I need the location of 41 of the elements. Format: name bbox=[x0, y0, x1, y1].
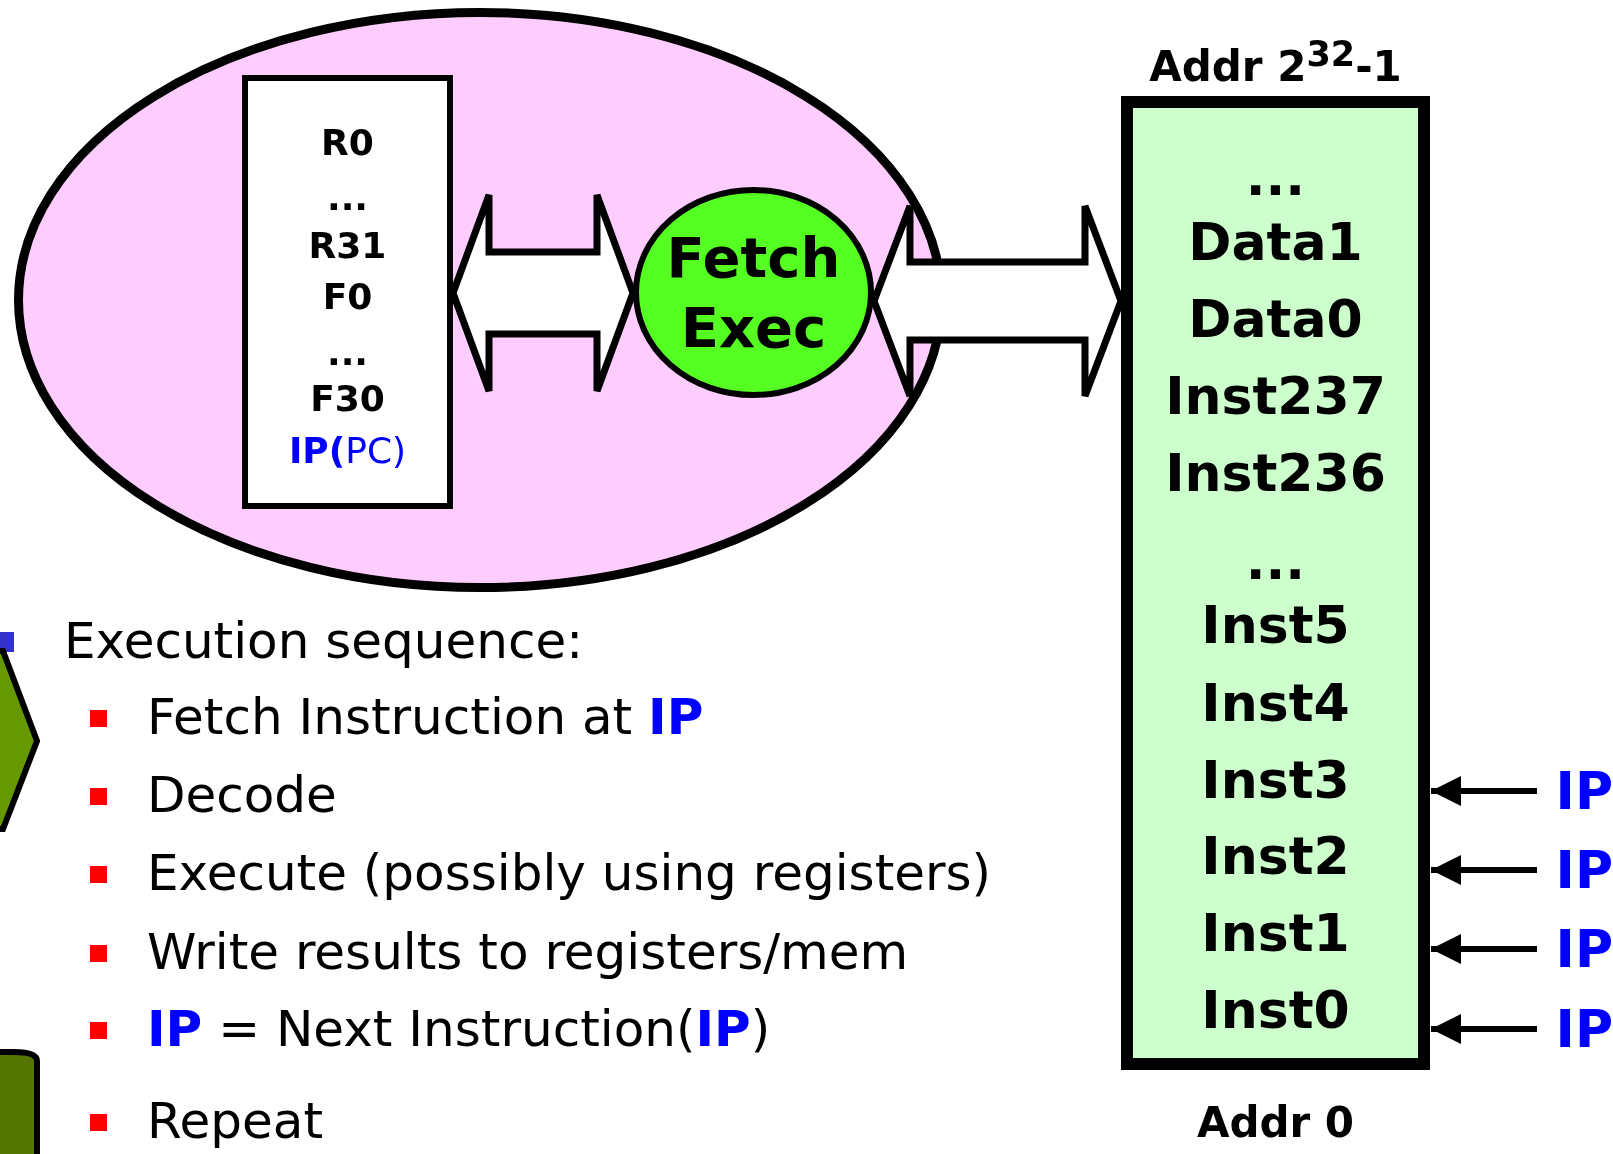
memory-entry: Inst2 bbox=[1200, 826, 1351, 886]
address-label: Addr 0 bbox=[1195, 1097, 1356, 1147]
list-item: Repeat bbox=[147, 1093, 323, 1149]
register-name: F0 bbox=[321, 275, 374, 317]
memory-entry: Data0 bbox=[1187, 289, 1364, 349]
list-item: Write results to registers/mem bbox=[147, 924, 909, 980]
pointer-arrow bbox=[1431, 776, 1537, 806]
memory-entry: ... bbox=[1244, 147, 1307, 207]
register-name: ... bbox=[326, 331, 369, 373]
register-name: ... bbox=[326, 176, 369, 218]
chevron-shape bbox=[0, 648, 40, 832]
register-name: R31 bbox=[307, 224, 388, 266]
address-label: Addr 2$^{32}$-1 bbox=[1148, 33, 1403, 91]
memory-entry: Inst236 bbox=[1164, 443, 1387, 503]
list-item: Execute (possibly using registers) bbox=[147, 845, 992, 901]
tab-shape bbox=[0, 1049, 40, 1154]
memory-entry: Inst237 bbox=[1164, 366, 1387, 426]
memory-entry: ... bbox=[1244, 531, 1307, 591]
memory-entry: Inst4 bbox=[1200, 673, 1351, 733]
memory-entry: Inst3 bbox=[1200, 750, 1351, 810]
list-item: Fetch Instruction at IP bbox=[147, 689, 704, 745]
memory-entry: Inst0 bbox=[1200, 980, 1351, 1040]
list-item: IP = Next Instruction(IP) bbox=[147, 1001, 771, 1057]
list-item: Decode bbox=[147, 767, 337, 823]
register-box bbox=[242, 75, 453, 509]
register-name: F30 bbox=[309, 377, 386, 419]
unit-label: Fetch Exec bbox=[665, 223, 842, 362]
pointer-arrow bbox=[1431, 934, 1537, 964]
pointer-arrow bbox=[1431, 1014, 1537, 1044]
register-name: R0 bbox=[320, 121, 375, 163]
fetch-exec-circle bbox=[633, 187, 874, 398]
pointer-label: IP bbox=[1554, 761, 1613, 821]
pointer-label: IP bbox=[1554, 840, 1613, 900]
pointer-label: IP bbox=[1554, 919, 1613, 979]
pointer-arrow bbox=[1431, 855, 1537, 885]
list-heading: Execution sequence: bbox=[64, 613, 584, 669]
register-name: IP(PC) bbox=[287, 429, 408, 471]
memory-entry: Inst5 bbox=[1200, 595, 1351, 655]
memory-entry: Inst1 bbox=[1200, 903, 1351, 963]
pointer-label: IP bbox=[1554, 999, 1613, 1059]
memory-entry: Data1 bbox=[1187, 212, 1364, 272]
